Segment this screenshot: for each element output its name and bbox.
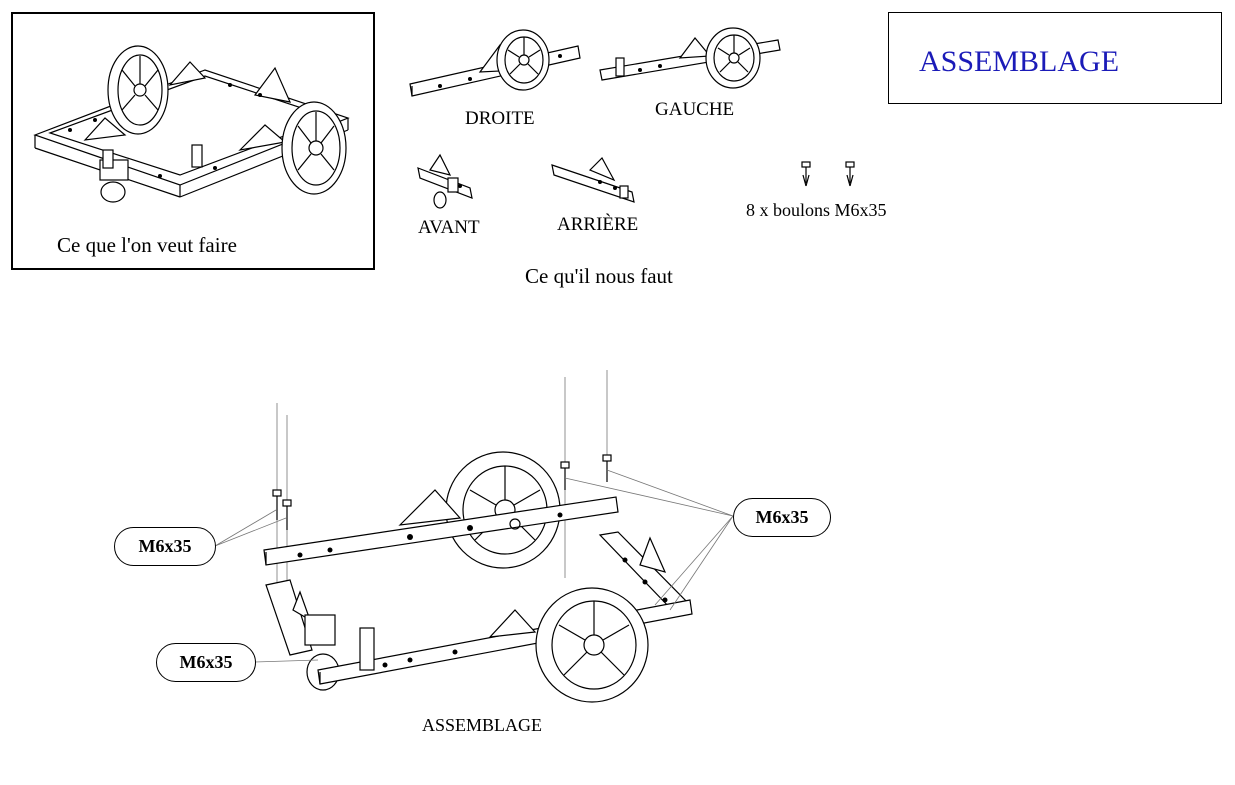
part-label-arriere: ARRIÈRE [557,214,639,235]
part-label-droite: DROITE [465,108,535,129]
goal-caption: Ce que l'on veut faire [57,233,237,257]
bolt-icon [801,161,855,187]
part-label-avant: AVANT [418,217,480,238]
assembly-illustration [214,370,734,703]
parts-caption: Ce qu'il nous faut [525,264,673,288]
title-box [888,12,1222,104]
callout-right: M6x35 [733,498,831,537]
part-label-gauche: GAUCHE [655,99,735,120]
part-arriere-illustration [551,157,635,203]
assembly-caption: ASSEMBLAGE [422,715,543,735]
part-gauche-illustration [599,27,781,89]
callout-left-bottom: M6x35 [156,643,256,682]
goal-frame [11,12,375,270]
page-title: ASSEMBLAGE [919,45,1120,78]
callout-left-top: M6x35 [114,527,216,566]
part-avant-illustration [417,153,473,209]
goal-trolley-illustration [33,45,350,203]
part-droite-illustration [409,29,581,97]
bolts-label: 8 x boulons M6x35 [746,200,887,220]
